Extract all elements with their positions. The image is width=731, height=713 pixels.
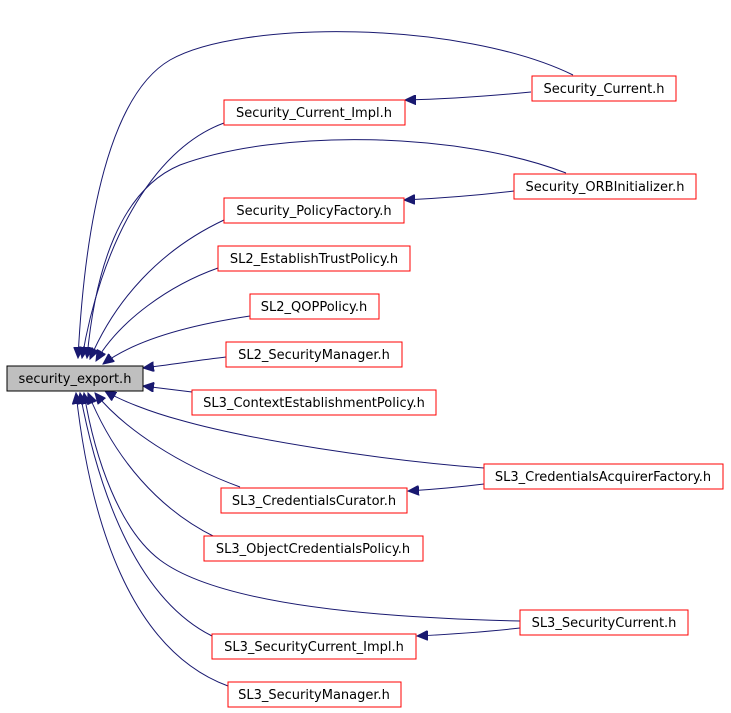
edge-orbinitializer-to-security-export <box>87 139 567 358</box>
node-box <box>249 293 380 320</box>
edge-sl3-securitycurrent-impl-to-security-export <box>80 393 213 637</box>
node-box <box>6 365 144 392</box>
edge-current-impl-to-security-export <box>82 122 225 358</box>
edge-acquirerfactory-to-security-export <box>105 391 485 469</box>
node-security-policyfactory[interactable]: Security_PolicyFactory.h <box>223 197 405 224</box>
node-label: SL3_CredentialsAcquirerFactory.h <box>495 470 711 485</box>
node-label: Security_PolicyFactory.h <box>236 204 391 219</box>
node-sl2-qoppolicy[interactable]: SL2_QOPPolicy.h <box>249 293 380 320</box>
node-label: Security_Current_Impl.h <box>236 106 392 121</box>
node-box <box>513 173 697 200</box>
edge-orbinitializer-to-policyfactory <box>404 190 515 200</box>
edge-security-current-to-security-export <box>78 31 574 358</box>
node-security-current[interactable]: Security_Current.h <box>531 75 677 102</box>
edge-objectcredentials-to-security-export <box>88 393 216 538</box>
edge-credentialscurator-to-security-export <box>95 393 241 488</box>
node-box <box>191 389 437 416</box>
node-security-current-impl[interactable]: Security_Current_Impl.h <box>223 99 406 126</box>
node-sl3-securitycurrent-impl[interactable]: SL3_SecurityCurrent_Impl.h <box>211 633 417 660</box>
node-security-orbinitializer[interactable]: Security_ORBInitializer.h <box>513 173 697 200</box>
node-sl3-credentialscurator[interactable]: SL3_CredentialsCurator.h <box>220 487 408 514</box>
node-box <box>220 487 408 514</box>
node-box <box>227 681 402 708</box>
node-box <box>217 245 411 272</box>
node-box <box>203 535 424 562</box>
node-sl3-credentialsacquirerfactory[interactable]: SL3_CredentialsAcquirerFactory.h <box>483 463 724 490</box>
node-box <box>223 197 405 224</box>
node-sl2-establishtrustpolicy[interactable]: SL2_EstablishTrustPolicy.h <box>217 245 411 272</box>
edge-contextestablishment-to-security-export <box>143 386 193 393</box>
node-box <box>531 75 677 102</box>
node-box <box>223 99 406 126</box>
node-label: Security_ORBInitializer.h <box>526 180 685 195</box>
node-label: SL3_SecurityCurrent.h <box>532 616 677 631</box>
node-label: SL2_SecurityManager.h <box>238 348 390 363</box>
edge-security-current-to-current-impl <box>405 91 532 100</box>
node-label: SL3_SecurityCurrent_Impl.h <box>224 640 404 655</box>
node-security-export[interactable]: security_export.h <box>6 365 144 392</box>
node-label: security_export.h <box>19 372 132 387</box>
node-box <box>519 609 689 636</box>
node-label: SL2_EstablishTrustPolicy.h <box>230 252 398 267</box>
node-box <box>225 341 403 368</box>
edge-policyfactory-to-security-export <box>90 219 225 359</box>
edge-establishtrust-to-security-export <box>96 267 219 361</box>
node-label: SL3_ObjectCredentialsPolicy.h <box>216 542 410 557</box>
edge-acquirerfactory-to-credentialscurator <box>408 483 485 491</box>
node-box <box>483 463 724 490</box>
edge-sl3-securitymanager-to-security-export <box>76 393 229 687</box>
node-sl3-objectcredentialspolicy[interactable]: SL3_ObjectCredentialsPolicy.h <box>203 535 424 562</box>
edge-qoppolicy-to-security-export <box>103 315 251 364</box>
edge-sl3-securitycurrent-to-impl <box>417 627 521 636</box>
node-label: SL3_CredentialsCurator.h <box>232 494 396 509</box>
edge-sl2-securitymanager-to-security-export <box>143 356 227 368</box>
node-label: SL2_QOPPolicy.h <box>261 300 367 315</box>
node-label: SL3_ContextEstablishmentPolicy.h <box>203 396 425 411</box>
edge-sl3-securitycurrent-to-security-export <box>84 393 521 622</box>
edges-layer <box>76 31 574 687</box>
node-sl3-securitycurrent[interactable]: SL3_SecurityCurrent.h <box>519 609 689 636</box>
node-sl3-securitymanager[interactable]: SL3_SecurityManager.h <box>227 681 402 708</box>
node-box <box>211 633 417 660</box>
node-sl2-securitymanager[interactable]: SL2_SecurityManager.h <box>225 341 403 368</box>
node-label: SL3_SecurityManager.h <box>238 688 390 703</box>
nodes-layer: security_export.h Security_Current.h Sec… <box>6 75 724 708</box>
node-label: Security_Current.h <box>543 82 664 97</box>
node-sl3-contextestablishmentpolicy[interactable]: SL3_ContextEstablishmentPolicy.h <box>191 389 437 416</box>
